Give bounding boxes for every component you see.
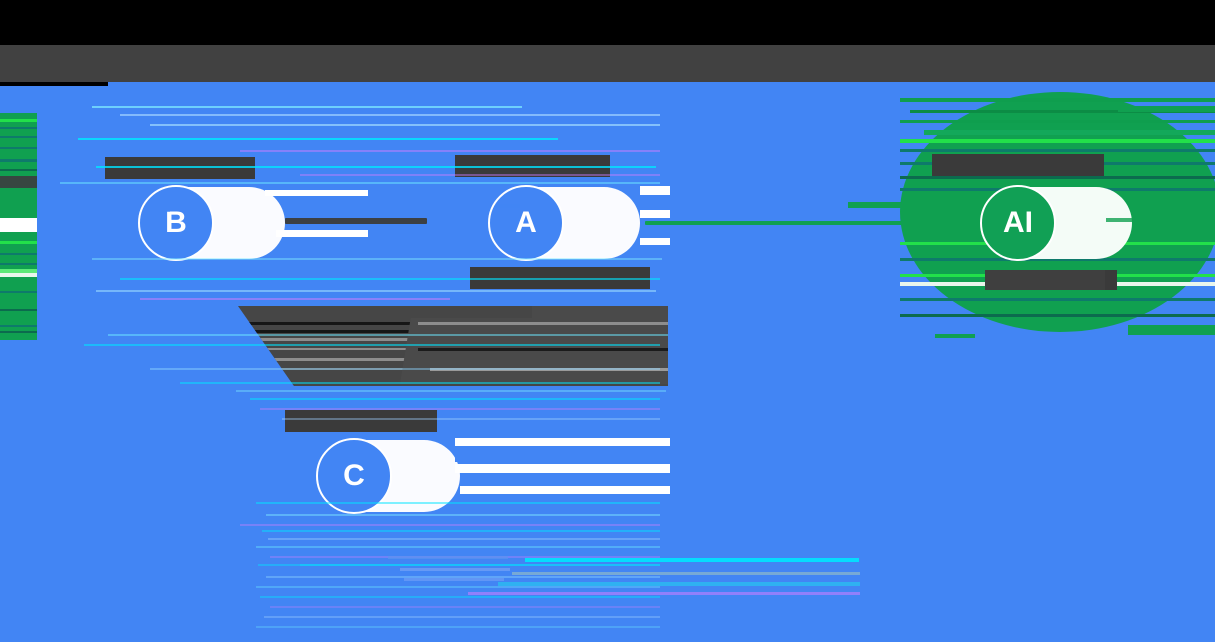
left-green-panel <box>0 113 37 340</box>
node-c-label <box>285 410 437 432</box>
node-a-badge[interactable]: A <box>488 185 564 261</box>
window-title-bar[interactable]: Untitled <box>0 45 1215 113</box>
node-ai-sublabel <box>985 270 1117 290</box>
node-ai[interactable]: AI <box>980 185 1132 261</box>
corrupted-text-block-secondary <box>400 318 668 384</box>
node-b[interactable]: B <box>138 185 285 261</box>
node-b-badge[interactable]: B <box>138 185 214 261</box>
top-black-band <box>0 0 1215 45</box>
connector-b-to-a[interactable] <box>285 218 427 224</box>
node-b-label <box>105 157 255 179</box>
node-a[interactable]: A <box>488 185 640 261</box>
node-c-badge[interactable]: C <box>316 438 392 514</box>
node-ai-badge[interactable]: AI <box>980 185 1056 261</box>
graph-canvas[interactable]: B A C AI <box>0 82 1215 642</box>
node-c[interactable]: C <box>316 438 460 514</box>
node-a-sublabel <box>470 267 650 289</box>
canvas-edge-glitch <box>0 82 108 86</box>
node-a-label <box>455 155 610 177</box>
node-ai-label <box>932 154 1104 176</box>
connector-a-to-ai[interactable] <box>645 221 982 225</box>
